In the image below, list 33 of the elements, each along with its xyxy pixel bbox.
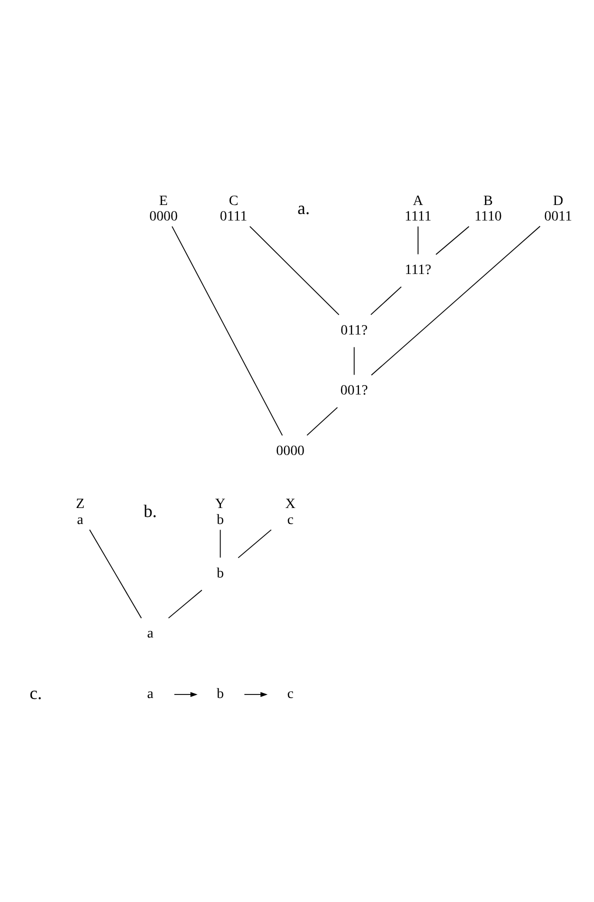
node-text: B 1110: [474, 192, 502, 224]
node-text: c: [287, 685, 294, 702]
node-text: a: [147, 685, 154, 702]
node-text: Z a: [76, 496, 85, 528]
connector: [89, 528, 142, 618]
connector: [168, 589, 202, 618]
connector: [370, 286, 402, 315]
connector: [238, 528, 272, 558]
label: b.: [144, 500, 157, 521]
node-text: b: [216, 564, 224, 581]
node-text: 111?: [404, 261, 432, 278]
connector: [220, 528, 221, 558]
node-text: A 1111: [404, 192, 432, 224]
node-text: X c: [285, 496, 296, 528]
arrow: [244, 692, 268, 696]
connector: [306, 406, 338, 436]
connector: [370, 225, 541, 376]
connector: [172, 225, 283, 436]
label: a.: [298, 197, 310, 218]
node-text: 011?: [340, 322, 368, 338]
node-text: a: [147, 625, 154, 642]
node-text: C 0111: [220, 192, 248, 224]
connector: [436, 226, 470, 254]
arrow: [174, 692, 198, 696]
node-text: 001?: [340, 382, 368, 398]
node-text: Y b: [215, 496, 226, 528]
node-text: b: [216, 685, 224, 702]
node-text: E 0000: [149, 192, 178, 224]
label: c.: [30, 682, 42, 702]
connector: [354, 346, 355, 375]
connector: [249, 226, 340, 315]
node-text: 0000: [276, 442, 305, 458]
node-text: D 0011: [544, 192, 572, 224]
